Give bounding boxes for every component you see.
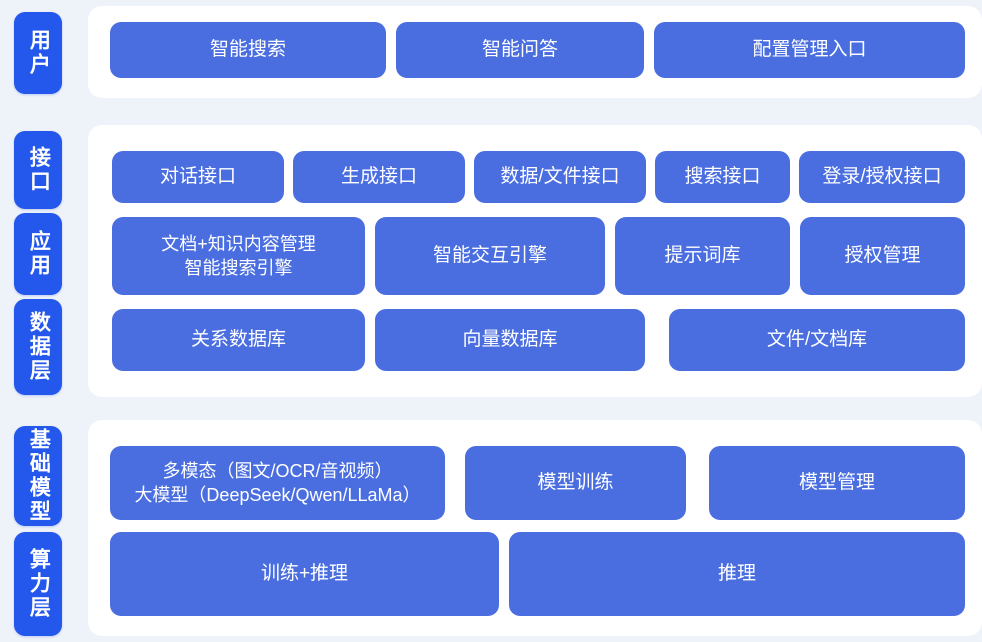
box-file-document-store[interactable]: 文件/文档库 [669, 309, 965, 371]
box-inference[interactable]: 推理 [509, 532, 965, 616]
box-model-training[interactable]: 模型训练 [465, 446, 686, 520]
tab-application-label: 应用 [27, 230, 51, 278]
box-relational-database-label: 关系数据库 [190, 329, 286, 351]
tab-data-layer-label: 数据层 [27, 311, 51, 383]
box-smart-search-label: 智能搜索 [209, 39, 286, 61]
box-smart-interaction-engine[interactable]: 智能交互引擎 [375, 217, 605, 295]
box-authorization-management-label: 授权管理 [844, 245, 921, 267]
tab-interface-label: 接口 [27, 146, 51, 194]
foundation-section: 基础模型 算力层 多模态（图文/OCR/音视频） 大模型（DeepSeek/Qw… [0, 414, 982, 642]
box-prompt-library[interactable]: 提示词库 [615, 217, 790, 295]
box-data-file-interface[interactable]: 数据/文件接口 [474, 151, 646, 203]
box-prompt-library-label: 提示词库 [664, 245, 741, 267]
tab-data-layer[interactable]: 数据层 [14, 299, 62, 395]
platform-section: 接口 应用 数据层 对话接口 生成接口 数据/文件接口 搜索接口 登录/授权接口… [0, 119, 982, 401]
box-config-management-entry-label: 配置管理入口 [752, 39, 867, 61]
box-training-plus-inference-label: 训练+推理 [260, 563, 349, 585]
tab-user-label: 用户 [27, 29, 51, 77]
tab-foundation-model-label: 基础模型 [27, 428, 51, 524]
box-doc-knowledge-management-label: 文档+知识内容管理 智能搜索引擎 [161, 233, 316, 278]
box-search-interface[interactable]: 搜索接口 [655, 151, 790, 203]
box-relational-database[interactable]: 关系数据库 [112, 309, 365, 371]
box-smart-qa-label: 智能问答 [481, 39, 558, 61]
box-smart-interaction-engine-label: 智能交互引擎 [432, 245, 547, 267]
tab-compute-layer[interactable]: 算力层 [14, 532, 62, 636]
box-search-interface-label: 搜索接口 [684, 166, 761, 188]
box-vector-database[interactable]: 向量数据库 [375, 309, 645, 371]
box-dialog-interface[interactable]: 对话接口 [112, 151, 284, 203]
box-vector-database-label: 向量数据库 [462, 329, 558, 351]
box-file-document-store-label: 文件/文档库 [766, 329, 868, 351]
tab-interface[interactable]: 接口 [14, 131, 62, 209]
box-multimodal-large-model[interactable]: 多模态（图文/OCR/音视频） 大模型（DeepSeek/Qwen/LLaMa） [110, 446, 445, 520]
box-generation-interface[interactable]: 生成接口 [293, 151, 465, 203]
tab-user[interactable]: 用户 [14, 12, 62, 94]
box-model-management-label: 模型管理 [798, 472, 875, 494]
tab-foundation-model[interactable]: 基础模型 [14, 426, 62, 526]
box-training-plus-inference[interactable]: 训练+推理 [110, 532, 499, 616]
box-doc-knowledge-management[interactable]: 文档+知识内容管理 智能搜索引擎 [112, 217, 365, 295]
box-authorization-management[interactable]: 授权管理 [800, 217, 965, 295]
box-inference-label: 推理 [717, 563, 756, 585]
box-smart-search[interactable]: 智能搜索 [110, 22, 386, 78]
box-model-training-label: 模型训练 [537, 472, 614, 494]
box-login-auth-interface-label: 登录/授权接口 [822, 166, 942, 188]
user-section: 用户 智能搜索 智能问答 配置管理入口 [0, 0, 982, 104]
box-config-management-entry[interactable]: 配置管理入口 [654, 22, 965, 78]
box-smart-qa[interactable]: 智能问答 [396, 22, 644, 78]
box-generation-interface-label: 生成接口 [340, 166, 417, 188]
box-model-management[interactable]: 模型管理 [709, 446, 965, 520]
tab-compute-layer-label: 算力层 [27, 548, 51, 620]
tab-application[interactable]: 应用 [14, 213, 62, 295]
box-dialog-interface-label: 对话接口 [159, 166, 236, 188]
box-login-auth-interface[interactable]: 登录/授权接口 [799, 151, 965, 203]
box-multimodal-large-model-label: 多模态（图文/OCR/音视频） 大模型（DeepSeek/Qwen/LLaMa） [134, 460, 421, 505]
box-data-file-interface-label: 数据/文件接口 [500, 166, 620, 188]
